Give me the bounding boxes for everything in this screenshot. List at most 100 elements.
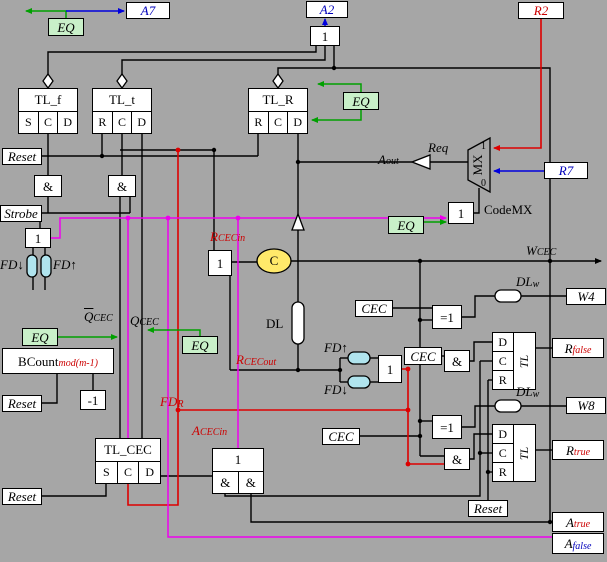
signal-box-w4: W4 — [566, 288, 606, 305]
or-and-block: 1 & & — [212, 448, 264, 494]
signal-box-a7: A7 — [126, 2, 170, 19]
register-tl-cec: TL_CEC S C D — [95, 438, 162, 484]
signal-box-r7: R7 — [544, 162, 588, 179]
strobe-label: Strobe — [0, 205, 42, 222]
reset-label-3: Reset — [2, 488, 42, 505]
mux-shape — [467, 136, 491, 194]
or-gate-codemx: 1 — [448, 202, 474, 224]
delay-capsule-icon — [494, 289, 522, 303]
eq-flag-tlr: EQ — [343, 92, 379, 110]
cell-r: R — [492, 370, 514, 390]
cec-label-1: CEC — [355, 300, 393, 317]
signal-box-w8: W8 — [566, 397, 606, 414]
fd-down-label-1: FD↓ — [0, 257, 24, 272]
xor-gate-1: =1 — [432, 305, 462, 329]
cell-d: D — [492, 332, 514, 352]
red-wires — [127, 19, 542, 506]
cell-d: D — [57, 112, 79, 134]
fd-up-label-2: FD↑ — [324, 339, 348, 355]
and-gate-4: & — [444, 448, 470, 470]
buffer-up-icon — [291, 212, 305, 231]
junction-dots — [99, 65, 553, 525]
cell-d: D — [138, 462, 162, 484]
or-gate-fd: 1 — [378, 355, 402, 383]
fd-edge-icon — [347, 351, 371, 365]
register-title: TL — [516, 446, 531, 460]
delay-capsule-icon — [494, 399, 522, 413]
eq-flag-left: EQ — [22, 328, 58, 346]
eq-flag-codemx: EQ — [388, 216, 424, 234]
cell-c: C — [492, 443, 514, 463]
cell-c: C — [267, 112, 289, 134]
cell-c: C — [37, 112, 59, 134]
cell-s: S — [18, 112, 39, 134]
cec-label-3: CEC — [322, 428, 360, 445]
cell-c: C — [111, 112, 133, 134]
cell-r: R — [492, 462, 514, 482]
diamond-icon — [272, 72, 284, 90]
cell-c: C — [116, 462, 140, 484]
register-tl-f: TL_f S C D — [18, 88, 79, 134]
or-gate-a2: 1 — [310, 26, 340, 46]
signal-box-a2: A2 — [306, 1, 348, 18]
fd-up-label-1: FD↑ — [53, 257, 77, 272]
counter-label: C — [269, 252, 279, 268]
fd-edge-icon — [26, 254, 38, 278]
diamond-icon — [42, 72, 54, 90]
magenta-wires — [51, 215, 552, 538]
register-title: TL_t — [92, 88, 152, 112]
eq-flag-top-left: EQ — [48, 18, 84, 36]
register-tl-r: TL_R R C D — [248, 88, 309, 134]
register-tl-out-bottom: D C R TL — [492, 424, 536, 482]
signal-box-r2: R2 — [518, 2, 564, 19]
cell-c: C — [492, 351, 514, 371]
or-gate-strobe: 1 — [25, 228, 51, 248]
cell-r: R — [248, 112, 269, 134]
reset-label-4: Reset — [468, 500, 508, 517]
cell-r: R — [92, 112, 113, 134]
delay-capsule-icon — [291, 301, 305, 345]
codemx-label: CodeMX — [484, 202, 533, 217]
register-tl-out-top: D C R TL — [492, 332, 536, 390]
reset-label-2: Reset — [2, 395, 42, 412]
and-gate-out-right: & — [237, 472, 264, 494]
register-title: TL — [516, 354, 531, 368]
fd-down-label-2: FD↓ — [324, 381, 348, 397]
cec-label-2: CEC — [404, 347, 442, 365]
register-title: TL_f — [18, 88, 78, 112]
cell-s: S — [95, 462, 118, 484]
and-gate-2: & — [108, 175, 136, 197]
and-gate-out-left: & — [212, 472, 239, 494]
cell-d: D — [492, 424, 514, 444]
blue-wires — [66, 8, 544, 174]
counter-circle-icon — [256, 248, 292, 274]
dl-label: DL — [266, 316, 284, 331]
mux-input-0-label: 0 — [481, 177, 486, 189]
or-gate-cecin: 1 — [208, 250, 232, 276]
register-tl-t: TL_t R C D — [92, 88, 153, 134]
fd-edge-icon — [40, 254, 52, 278]
and-gate-1: & — [34, 175, 62, 197]
and-gate-3: & — [444, 350, 470, 372]
eq-flag-q: EQ — [182, 336, 218, 354]
minus-one-box: -1 — [80, 390, 106, 410]
buffer-left-icon — [410, 154, 431, 170]
shape-icons — [26, 72, 522, 413]
diamond-icon — [116, 72, 128, 90]
